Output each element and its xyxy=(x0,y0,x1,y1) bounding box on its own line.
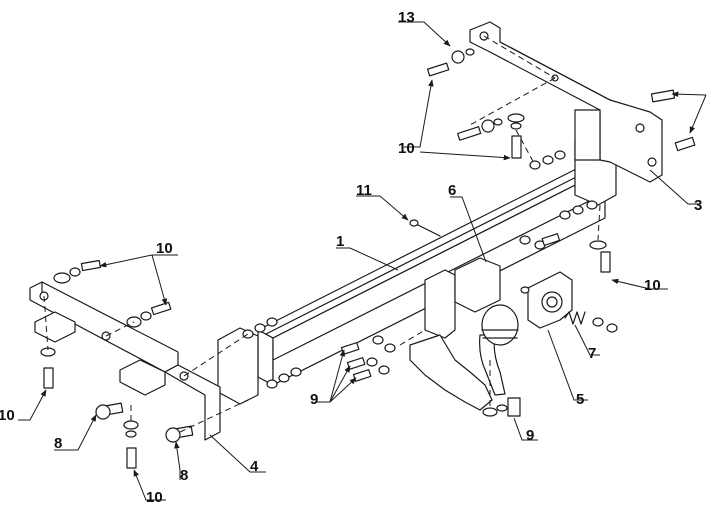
spring-bolt xyxy=(564,311,618,333)
label-part-3: 3 xyxy=(694,197,702,214)
label-part-10-top: 10 xyxy=(398,140,415,157)
left-side-bracket xyxy=(29,281,221,441)
left-end-plate xyxy=(217,327,259,405)
right-side-bracket xyxy=(469,21,663,183)
socket-plate xyxy=(527,271,573,329)
tow-hitch-assembly xyxy=(409,257,519,411)
label-part-9-mid: 9 xyxy=(310,391,318,408)
label-part-4: 4 xyxy=(250,458,259,475)
label-part-10-left: 10 xyxy=(156,240,173,257)
label-part-13: 13 xyxy=(398,9,415,26)
label-part-10-bottom: 10 xyxy=(146,489,163,506)
bolt-11 xyxy=(409,219,441,237)
assembly-axis-lines xyxy=(43,35,601,433)
label-part-9-lower: 9 xyxy=(526,427,534,444)
label-part-10-left-lower: 10 xyxy=(0,407,15,424)
leader-lines xyxy=(18,21,707,501)
label-part-6: 6 xyxy=(448,182,456,199)
fasteners xyxy=(40,48,696,469)
label-part-5: 5 xyxy=(576,391,584,408)
left-lower-bracket xyxy=(34,311,76,343)
label-part-7: 7 xyxy=(588,345,596,362)
part-labels: 13 10 3 11 6 1 10 10 7 5 9 9 10 8 8 4 10 xyxy=(0,9,702,506)
label-part-1: 1 xyxy=(336,233,344,250)
left-mid-bracket xyxy=(119,359,166,396)
label-part-11: 11 xyxy=(356,182,372,199)
label-part-8-left: 8 xyxy=(54,435,62,452)
label-part-10-right: 10 xyxy=(644,277,661,294)
label-part-8-mid: 8 xyxy=(180,467,188,484)
